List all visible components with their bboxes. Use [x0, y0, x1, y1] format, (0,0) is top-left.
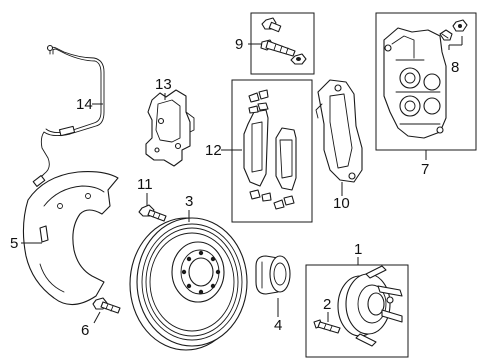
callout-10: 10 [333, 195, 350, 212]
callout-4: 4 [274, 317, 282, 334]
box-brake-pads [231, 79, 313, 223]
shield-bolt [138, 204, 167, 222]
brake-pad-set [243, 89, 297, 210]
callout-5: 5 [10, 235, 18, 252]
callout-13: 13 [155, 76, 172, 93]
splash-shield [22, 171, 119, 306]
callout-6: 6 [81, 322, 89, 339]
brake-rotor [129, 217, 248, 351]
box-hub-bearing [305, 264, 409, 358]
bleeder-screw-kit [439, 19, 468, 41]
brake-hose-bracket [145, 89, 195, 167]
callout-7: 7 [421, 161, 429, 178]
callout-12: 12 [205, 142, 222, 159]
wheel-stud [313, 319, 341, 334]
callout-9: 9 [235, 36, 243, 53]
hub-bearing-assembly [337, 265, 403, 347]
callout-11: 11 [137, 176, 153, 193]
abs-sensor-wire [32, 44, 105, 187]
caliper-support-bracket [315, 79, 363, 183]
callout-14: 14 [76, 96, 93, 113]
callout-2: 2 [323, 296, 331, 313]
mounting-bolt [92, 297, 121, 314]
hub-adapter [255, 255, 291, 295]
leader-lines [21, 36, 463, 324]
caliper-bolt-set [260, 17, 307, 65]
callout-8: 8 [451, 59, 459, 76]
brake-caliper [383, 27, 447, 139]
callout-3: 3 [185, 193, 193, 210]
callout-1: 1 [354, 241, 362, 258]
